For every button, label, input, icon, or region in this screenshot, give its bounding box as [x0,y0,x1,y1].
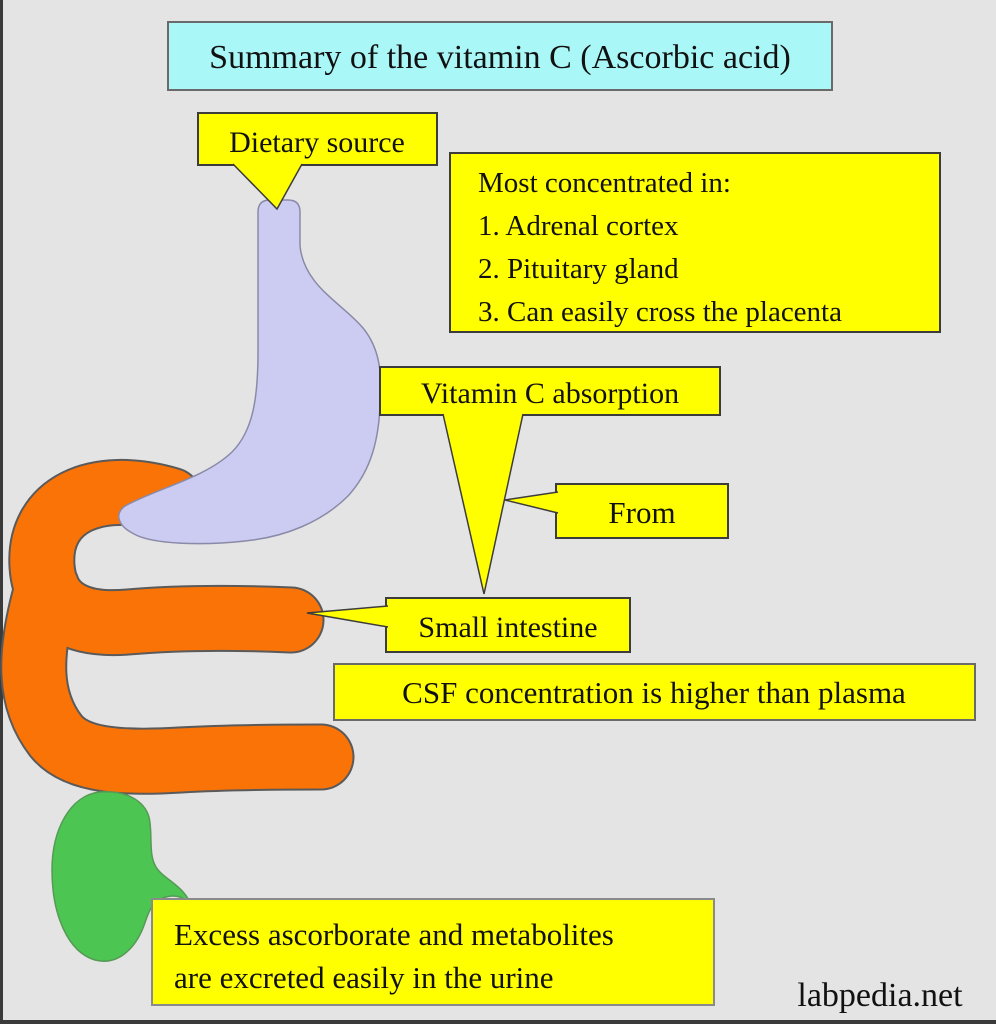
title-banner: Summary of the vitamin C (Ascorbic acid) [167,21,833,91]
most-concentrated-line-1: Most concentrated in: [478,167,731,199]
excretion-line-2: are excreted easily in the urine [174,960,554,995]
vitamin-c-absorption-text: Vitamin C absorption [421,377,679,410]
most-concentrated-line-4: 3. Can easily cross the placenta [478,296,842,328]
vitamin-c-absorption-pointer [442,413,524,595]
from-pointer [504,491,559,514]
title-box [167,21,833,91]
small-intestine-pointer [306,605,389,628]
left-edge-border [0,0,3,1024]
excretion-line-1: Excess ascorborate and metabolites [174,917,614,952]
vitamin-c-absorption-box [379,366,721,416]
title-text: Summary of the vitamin C (Ascorbic acid) [209,39,791,76]
watermark-text: labpedia.net [797,977,963,1014]
from-text: From [608,495,675,530]
intestine-lower-loop [2,556,353,793]
callout-from: From [504,483,729,539]
dietary-source-box [197,112,438,166]
most-concentrated-box [449,152,941,333]
bottom-edge-border [0,1020,996,1024]
callout-vitamin-c-absorption: Vitamin C absorption [379,366,721,595]
excretion-box [151,898,715,1006]
callout-csf: CSF concentration is higher than plasma [333,663,976,721]
csf-box [333,663,976,721]
csf-text: CSF concentration is higher than plasma [402,675,906,710]
stomach-shape [118,199,382,545]
small-intestine-shape [0,459,355,795]
most-concentrated-line-3: 2. Pituitary gland [478,253,679,285]
callout-most-concentrated: Most concentrated in: 1. Adrenal cortex … [449,152,941,333]
most-concentrated-line-2: 1. Adrenal cortex [478,210,679,242]
callout-dietary-source: Dietary source [197,112,438,211]
small-intestine-text: Small intestine [418,611,597,644]
callout-small-intestine: Small intestine [306,597,631,653]
callout-excretion: Excess ascorborate and metabolites are e… [151,898,715,1006]
dietary-source-text: Dietary source [229,126,405,159]
dietary-source-pointer [232,163,303,211]
